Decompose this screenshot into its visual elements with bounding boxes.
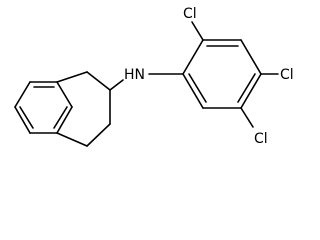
- nh-label: HN: [124, 67, 145, 83]
- cl-bottom-label: Cl: [254, 131, 268, 147]
- cl-top-label: Cl: [183, 6, 197, 22]
- saturated-ring: [56, 71, 111, 147]
- chemical-structure-diagram: HN Cl Cl Cl: [14, 6, 294, 147]
- aryl-ring: [182, 39, 262, 109]
- cl-right-label: Cl: [280, 67, 294, 83]
- chlorine-bonds: [191, 21, 279, 128]
- amine-bonds: [109, 73, 184, 91]
- benzo-ring: [14, 81, 73, 134]
